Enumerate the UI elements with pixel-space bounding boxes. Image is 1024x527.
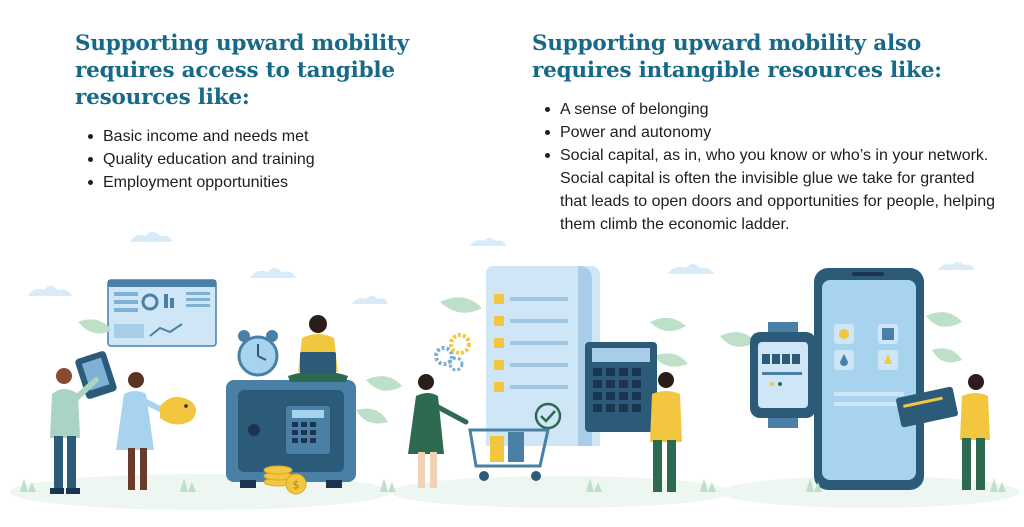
list-item: Basic income and needs met <box>75 125 495 148</box>
tangible-resources-list: Basic income and needs met Quality educa… <box>75 125 495 194</box>
dashboard-icon <box>107 279 217 347</box>
laptop-icon <box>300 352 336 374</box>
person-with-piggy-bank <box>116 372 196 490</box>
cloud-icon <box>28 232 974 304</box>
shopping-cart-icon <box>468 428 550 481</box>
alarm-clock-icon <box>237 330 279 377</box>
gears-icon <box>434 333 471 372</box>
piggy-bank-icon <box>160 396 196 425</box>
person-with-credit-card <box>896 374 990 490</box>
tangible-resources-heading: Supporting upward mobility requires acce… <box>75 31 409 110</box>
illustration-svg: $ <box>10 232 1020 510</box>
list-item: Quality education and training <box>75 148 495 171</box>
list-item: Power and autonomy <box>532 121 1002 144</box>
safe-icon <box>226 380 356 488</box>
checklist-icon <box>486 266 600 446</box>
credit-card-icon <box>896 386 958 428</box>
intangible-resources-heading: Supporting upward mobility also requires… <box>532 31 942 83</box>
phone-icon <box>814 268 924 490</box>
list-item: Employment opportunities <box>75 171 495 194</box>
tangible-resources-section: Supporting upward mobility requires acce… <box>75 30 495 194</box>
intangible-resources-section: Supporting upward mobility also requires… <box>532 30 1002 236</box>
coins-icon: $ <box>263 465 307 495</box>
person-with-calculator <box>650 372 682 492</box>
person-with-laptop <box>288 315 348 382</box>
calculator-icon <box>585 342 657 432</box>
list-item: A sense of belonging <box>532 98 1002 121</box>
illustration-strip: $ <box>0 230 1024 527</box>
person-with-cart <box>408 374 550 488</box>
intangible-resources-list: A sense of belonging Power and autonomy … <box>532 98 1002 236</box>
list-item: Social capital, as in, who you know or w… <box>532 144 1002 236</box>
smartwatch-icon <box>750 322 816 428</box>
coin-symbol: $ <box>293 479 300 492</box>
person-with-calculator <box>50 351 117 494</box>
